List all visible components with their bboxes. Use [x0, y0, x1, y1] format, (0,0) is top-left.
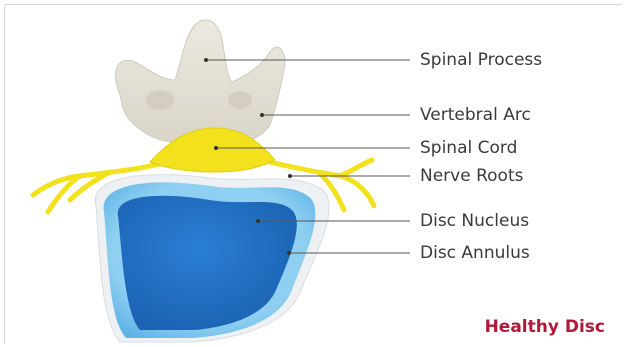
label-spinal-cord: Spinal Cord	[420, 138, 517, 158]
dot-nerve-roots	[288, 174, 292, 178]
dot-disc-annulus	[287, 251, 291, 255]
label-disc-nucleus: Disc Nucleus	[420, 211, 529, 231]
dot-spinal-process	[204, 58, 208, 62]
label-vertebral-arc: Vertebral Arc	[420, 105, 531, 125]
label-disc-annulus: Disc Annulus	[420, 243, 530, 263]
dot-vertebral-arc	[260, 113, 264, 117]
dot-spinal-cord	[214, 146, 218, 150]
caption-healthy-disc: Healthy Disc	[485, 317, 605, 337]
dot-disc-nucleus	[256, 219, 260, 223]
vertebral-arc	[116, 20, 285, 143]
label-nerve-roots: Nerve Roots	[420, 166, 523, 186]
label-spinal-process: Spinal Process	[420, 50, 542, 70]
arc-hollow-right	[228, 91, 252, 109]
arc-hollow-left	[146, 90, 174, 110]
